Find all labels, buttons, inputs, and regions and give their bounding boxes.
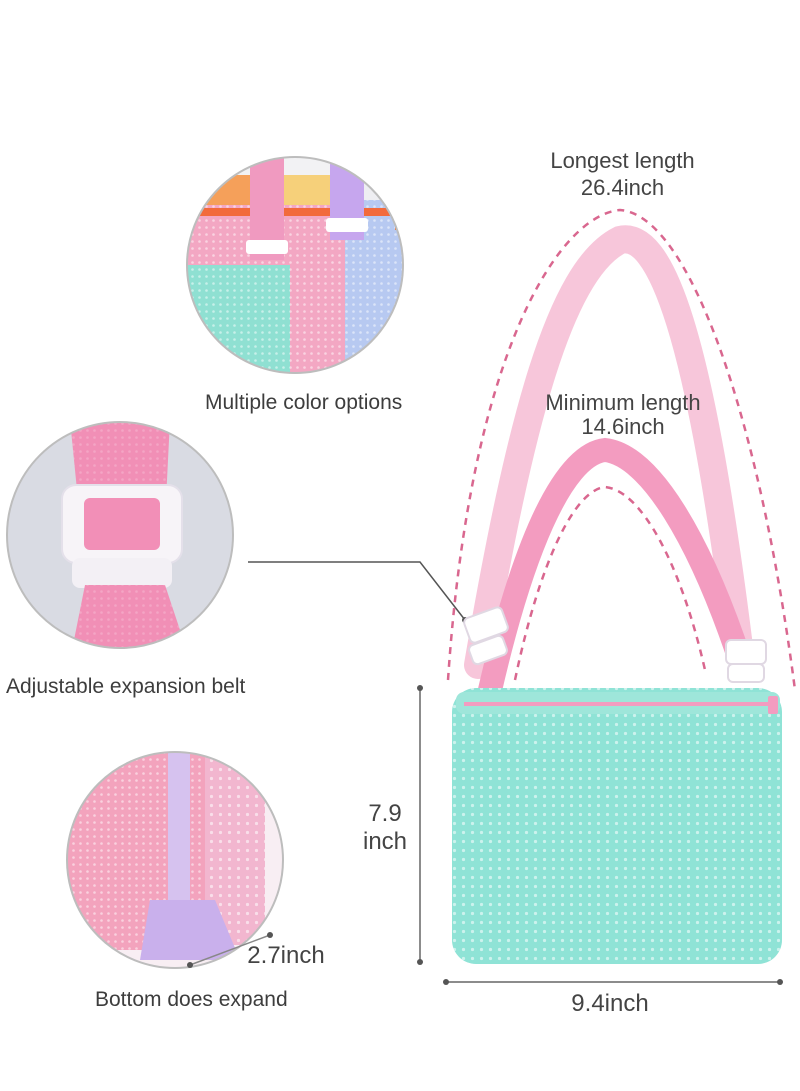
width-dimension-line [443, 979, 783, 985]
height-value: 7.9 [368, 800, 402, 827]
bottom-expand-photo [66, 751, 284, 969]
width-value: 9.4inch [571, 990, 649, 1017]
color-options-label: Multiple color options [205, 391, 403, 414]
longest-length-title: Longest length [550, 148, 695, 173]
minimum-length-title: Minimum length [545, 390, 701, 415]
color-options-photo [186, 156, 404, 374]
height-dimension-line [417, 685, 423, 965]
longest-length-arc [446, 208, 797, 691]
main-bag-illustration [452, 225, 782, 964]
minimum-length-value: 14.6inch [581, 414, 665, 439]
height-unit: inch [362, 828, 408, 855]
expansion-belt-photo [6, 421, 234, 649]
longest-length-value: 26.4inch [580, 175, 665, 200]
bottom-expand-label: Bottom does expand [95, 988, 288, 1011]
minimum-length-arc [513, 485, 707, 681]
belt-pointer-line [248, 561, 468, 623]
bottom-depth-value: 2.7inch [247, 942, 325, 969]
expansion-belt-label: Adjustable expansion belt [6, 675, 246, 698]
